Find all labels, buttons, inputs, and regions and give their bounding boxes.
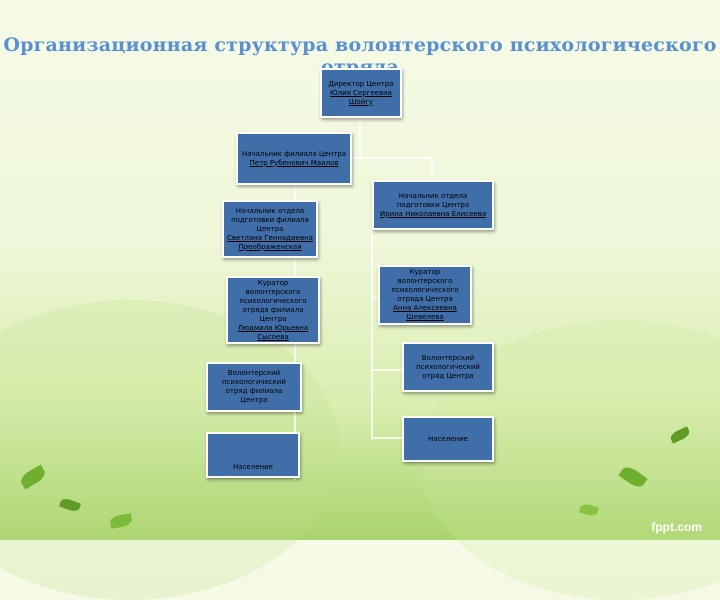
node-director-name: Юлия Сергеевна Шойгу — [330, 88, 392, 106]
node-branch-head-role: Начальник филиала Центра — [241, 149, 347, 158]
node-branch-training-head-role: Начальник отдела подготовки филиала Цент… — [231, 206, 309, 233]
node-center-curator: Куратор волонтерского психологического о… — [378, 265, 472, 325]
node-branch-curator-name: Людмила Юрьевна Сысоева — [237, 323, 309, 341]
fppt-watermark: fppt.com — [651, 520, 702, 534]
node-director: Директор Центра Юлия Сергеевна Шойгу — [320, 68, 402, 118]
node-center-unit: Волонтерский психологический отряд Центр… — [402, 342, 494, 392]
node-branch-unit-role: Волонтерский психологический отряд филиа… — [221, 369, 286, 404]
node-branch-population-role: Население — [233, 463, 273, 471]
node-branch-training-head: Начальник отдела подготовки филиала Цент… — [222, 200, 318, 258]
node-branch-curator: Куратор волонтерского психологического о… — [226, 276, 320, 344]
node-branch-training-head-name: Светлана Геннадиевна Преображенская — [227, 233, 313, 251]
connector-director-branch — [352, 118, 361, 159]
node-center-population-role: Население — [428, 434, 468, 443]
node-center-training-head: Начальник отдела подготовки Центра Ирина… — [372, 180, 494, 230]
node-center-training-head-name: Ирина Николаевна Елисеева — [379, 209, 487, 218]
node-branch-population: Население — [206, 432, 300, 478]
connector-director-center — [359, 118, 433, 180]
node-branch-curator-role: Куратор волонтерского психологического о… — [239, 278, 307, 323]
node-center-training-head-role: Начальник отдела подготовки Центра — [396, 191, 470, 209]
node-center-population: Население — [402, 416, 494, 462]
node-center-unit-role: Волонтерский психологический отряд Центр… — [415, 353, 480, 380]
node-director-role: Директор Центра — [328, 79, 394, 88]
node-center-curator-role: Куратор волонтерского психологического о… — [391, 268, 459, 303]
node-branch-head-name: Петр Рубенович Маилов — [249, 158, 339, 167]
node-branch-head: Начальник филиала Центра Петр Рубенович … — [236, 132, 352, 185]
node-center-curator-name: Анна Алексеевна Шевелева — [393, 304, 457, 321]
node-branch-unit: Волонтерский психологический отряд филиа… — [206, 362, 302, 412]
